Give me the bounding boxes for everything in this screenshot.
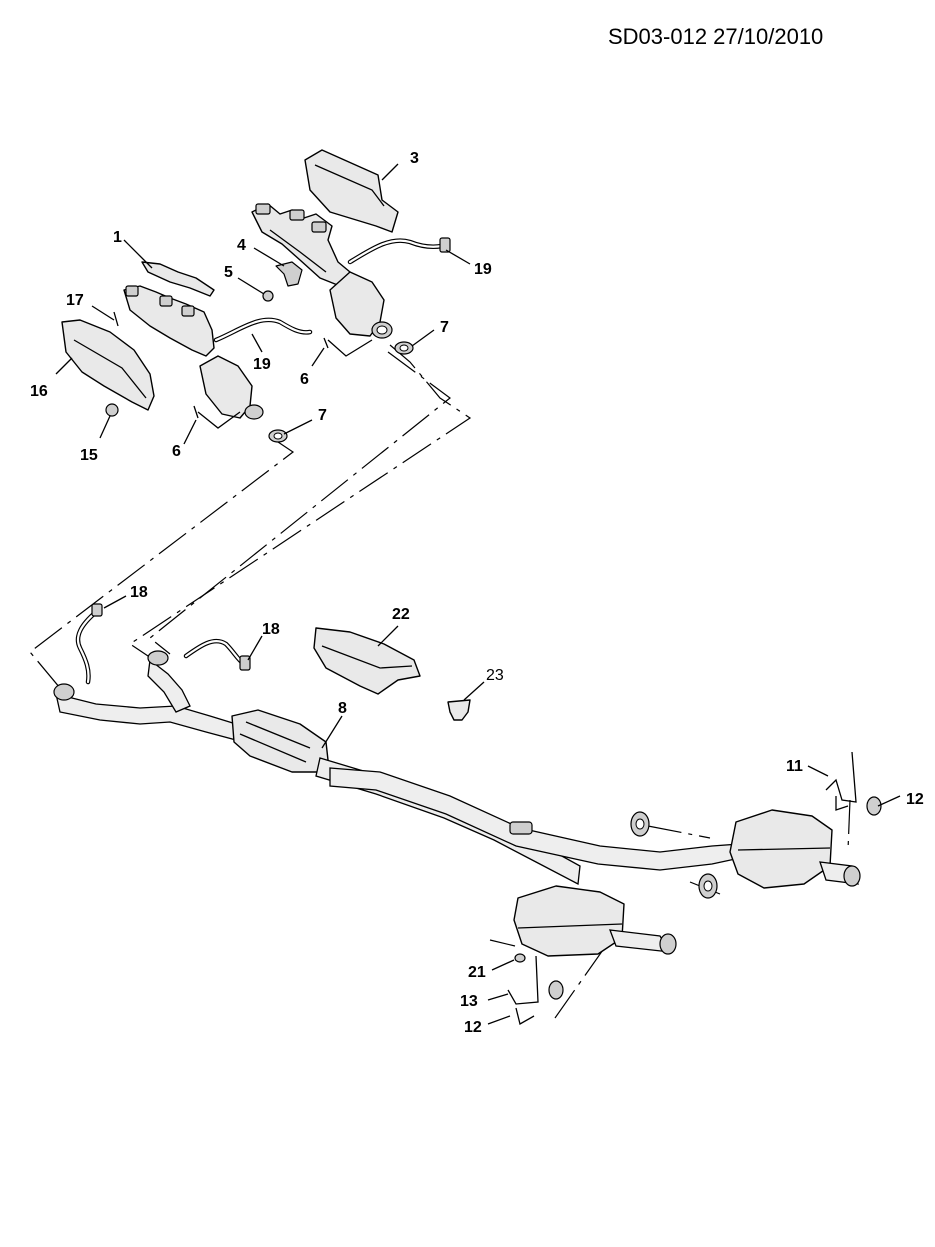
hanger-bracket-11 — [825, 751, 857, 811]
callout-12-left: 12 — [464, 1019, 482, 1036]
callout-19-upper: 19 — [474, 261, 492, 278]
callout-4: 4 — [237, 237, 246, 254]
heat-shield-22 — [313, 627, 421, 695]
rubber-insulator-upper — [630, 811, 650, 837]
callout-11: 11 — [786, 758, 803, 775]
rear-muffler-left — [513, 885, 677, 957]
gasket-7-lower — [268, 429, 288, 443]
nut-15 — [105, 403, 119, 417]
callout-1: 1 — [113, 229, 122, 246]
callout-15: 15 — [80, 447, 98, 464]
rear-muffler-right — [729, 809, 861, 889]
oxygen-sensor-left-19 — [213, 317, 313, 343]
exhaust-manifold-left — [123, 285, 215, 357]
callout-16: 16 — [30, 383, 48, 400]
heat-shield-left-16 — [61, 319, 155, 411]
assembly-guide-lines — [29, 344, 851, 1019]
rubber-insulator-lower — [698, 873, 718, 899]
exhaust-manifold-right — [251, 203, 351, 287]
callout-21: 21 — [468, 964, 486, 981]
callout-22: 22 — [392, 606, 410, 623]
callout-18-left: 18 — [130, 584, 148, 601]
document-reference: SD03-012 27/10/2010 — [608, 24, 824, 49]
push-pin-23 — [447, 699, 471, 721]
washer-21 — [514, 953, 526, 963]
oxygen-sensor-rear-18b — [183, 638, 251, 671]
callout-19-left: 19 — [253, 356, 271, 373]
insulator-12-right — [866, 796, 882, 816]
intermediate-pipes — [315, 757, 741, 886]
callout-23: 23 — [486, 667, 504, 684]
callout-8: 8 — [338, 700, 347, 717]
heat-shield-upper-right — [304, 149, 399, 233]
oxygen-sensor-rear-18a — [75, 603, 103, 685]
stud-6-lower — [193, 405, 241, 429]
callout-13: 13 — [460, 993, 478, 1010]
callout-7-lower: 7 — [318, 407, 327, 424]
callout-5: 5 — [224, 264, 233, 281]
callout-7-upper: 7 — [440, 319, 449, 336]
hanger-bracket-13 — [507, 955, 539, 1025]
catalytic-converter-left — [199, 355, 264, 420]
bolt-5 — [262, 290, 274, 302]
callout-18-right: 18 — [262, 621, 280, 638]
callout-17: 17 — [66, 292, 84, 309]
callout-leaders — [55, 163, 901, 1025]
catalytic-converter-right — [329, 271, 393, 339]
manifold-gasket-1 — [141, 261, 215, 297]
oxygen-sensor-upper — [347, 237, 451, 265]
callout-6-upper: 6 — [300, 371, 309, 388]
bolt-17 — [113, 311, 119, 327]
callout-12-right: 12 — [906, 791, 924, 808]
catalytic-converter-8 — [231, 709, 329, 773]
bracket-4 — [275, 261, 303, 287]
front-y-pipe — [53, 650, 237, 741]
callout-6-lower: 6 — [172, 443, 181, 460]
callout-3: 3 — [410, 150, 419, 167]
stud-6-upper — [323, 337, 373, 357]
callout-labels: 1 3 4 5 19 17 16 15 19 6 7 7 6 18 18 22 … — [30, 150, 924, 1036]
insulator-12-left — [548, 980, 564, 1000]
gasket-7-upper — [394, 341, 414, 355]
